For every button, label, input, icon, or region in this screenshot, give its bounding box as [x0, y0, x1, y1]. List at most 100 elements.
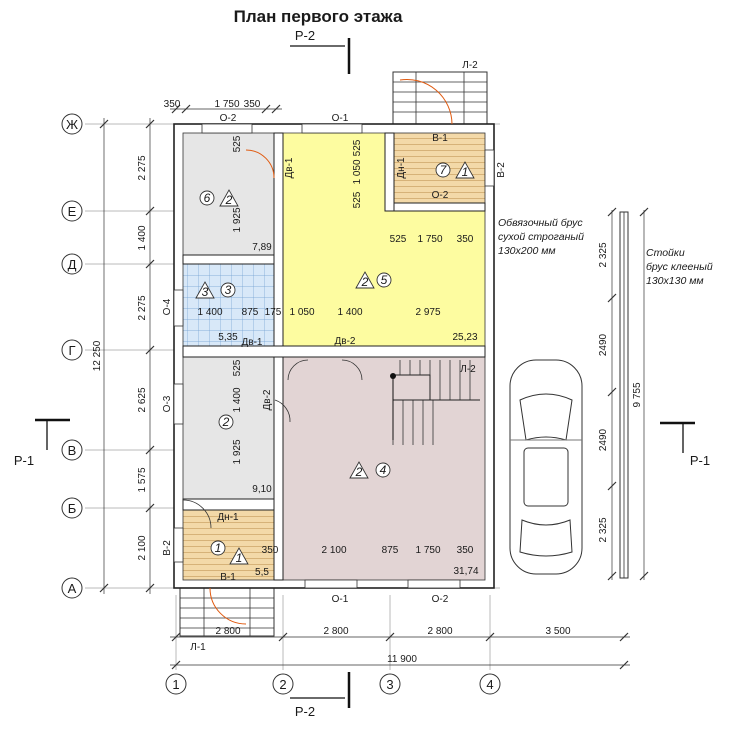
int-dim: 1 925: [232, 207, 243, 232]
int-dim: 1 050: [289, 307, 314, 318]
int-dim: 1 750: [415, 545, 440, 556]
section-p1-right: Р-1: [690, 453, 710, 468]
section-arrows: [46, 45, 684, 699]
dim-left-4: 2 625: [137, 387, 148, 412]
dim-top-chain: [170, 104, 282, 114]
int-dim: 525: [352, 191, 363, 208]
svg-text:Обвязочный брус: Обвязочный брус: [498, 217, 583, 229]
int-dim: 525: [390, 234, 407, 245]
window-label: О-3: [162, 395, 173, 412]
room-number-7: 7: [440, 163, 448, 177]
dim-bottom-chain: [170, 632, 630, 670]
room-number-5: 5: [381, 273, 388, 287]
room-number-4: 4: [380, 463, 387, 477]
int-dim: 350: [262, 545, 279, 556]
dim-left-5: 1 575: [137, 467, 148, 492]
dim-left-3: 2 275: [137, 295, 148, 320]
windows: [173, 123, 495, 589]
room-number-3-circle: 3: [225, 283, 232, 297]
dim-top-3: 350: [244, 99, 261, 110]
room-1-porch: [182, 509, 275, 581]
int-dim: 175: [265, 307, 282, 318]
section-p2-bottom: Р-2: [295, 704, 315, 719]
finish-mark: 2: [355, 465, 363, 479]
area-room-2: 9,10: [252, 484, 272, 495]
porch-label: В-2: [162, 540, 173, 556]
dim-top-2: 1 750: [214, 99, 239, 110]
area-room-1: 5,5: [255, 567, 269, 578]
area-room-4: 31,74: [453, 566, 478, 577]
interior-walls: [182, 132, 486, 581]
room-number-2: 2: [222, 415, 230, 429]
dim-left-6: 2 100: [137, 535, 148, 560]
area-room-6: 7,89: [252, 242, 272, 253]
dim-left-chain: [99, 118, 155, 594]
dim-right-chain: [607, 207, 649, 581]
section-p1-left: Р-1: [14, 453, 34, 468]
dim-left-2: 1 400: [137, 225, 148, 250]
axis-v: В: [68, 443, 77, 458]
finish-mark: 2: [361, 275, 369, 289]
axis-2: 2: [279, 677, 286, 692]
door-leaves: [182, 359, 363, 529]
door-label: Дв-1: [284, 157, 295, 178]
dim-right-3: 2490: [598, 428, 609, 451]
int-dim: 1 400: [232, 387, 243, 412]
window-label: О-2: [220, 113, 237, 124]
axis-a: А: [68, 581, 77, 596]
window-label: О-1: [332, 113, 349, 124]
door-label: Дв-2: [335, 336, 356, 347]
posts-column: [619, 211, 629, 579]
dim-bottom-4: 3 500: [545, 626, 570, 637]
int-dim: 350: [457, 545, 474, 556]
window-label: О-1: [332, 594, 349, 605]
dim-bottom-3: 2 800: [427, 626, 452, 637]
porch-label: В-1: [220, 572, 236, 583]
int-dim: 875: [382, 545, 399, 556]
int-dim: 2 975: [415, 307, 440, 318]
svg-text:130х130 мм: 130х130 мм: [646, 275, 704, 287]
int-dim: 1 400: [197, 307, 222, 318]
dim-bottom-total: 11 900: [387, 654, 417, 665]
door-label: Дв-2: [262, 389, 273, 410]
dim-right-2: 2490: [598, 333, 609, 356]
window-label: О-2: [432, 190, 449, 201]
axis-b: Б: [68, 501, 77, 516]
axis-4: 4: [486, 677, 493, 692]
svg-text:брус клееный: брус клееный: [646, 261, 713, 273]
int-dim: 875: [242, 307, 259, 318]
svg-text:130х200 мм: 130х200 мм: [498, 245, 556, 257]
room-number-6: 6: [204, 191, 211, 205]
room-number-1: 1: [215, 541, 222, 555]
int-dim: 525: [352, 139, 363, 156]
dim-bottom-2: 2 800: [323, 626, 348, 637]
axis-markers-letters: [61, 113, 83, 599]
porch-label: В-1: [432, 133, 448, 144]
room-3-bath: [182, 263, 275, 347]
axis-g: Г: [68, 343, 75, 358]
drawing-title: План первого этажа: [234, 7, 403, 26]
door-label: Дн-1: [217, 512, 239, 523]
section-lines: [35, 38, 695, 708]
finish-mark: 1: [462, 165, 469, 179]
window-label: О-2: [432, 594, 449, 605]
post-note: Стойки брус клееный 130х130 мм: [646, 247, 713, 287]
svg-text:сухой строганый: сухой строганый: [498, 231, 584, 243]
beam-note: Обвязочный брус сухой строганый 130х200 …: [498, 217, 584, 257]
dim-left-total: 12 250: [92, 340, 103, 371]
int-dim: 2 100: [321, 545, 346, 556]
door-label: Дв-1: [242, 337, 263, 348]
int-dim: 1 925: [232, 439, 243, 464]
axis-3: 3: [386, 677, 393, 692]
axis-e: Е: [68, 204, 77, 219]
door-label: Дн-1: [396, 157, 407, 179]
int-dim: 525: [232, 359, 243, 376]
int-dim: 525: [232, 135, 243, 152]
axis-1: 1: [172, 677, 179, 692]
porch-bottom-steps: [179, 587, 275, 637]
dim-bottom-1: 2 800: [215, 626, 240, 637]
room-markers: [195, 161, 475, 565]
dim-top-1: 350: [164, 99, 181, 110]
window-label: О-4: [162, 298, 173, 315]
